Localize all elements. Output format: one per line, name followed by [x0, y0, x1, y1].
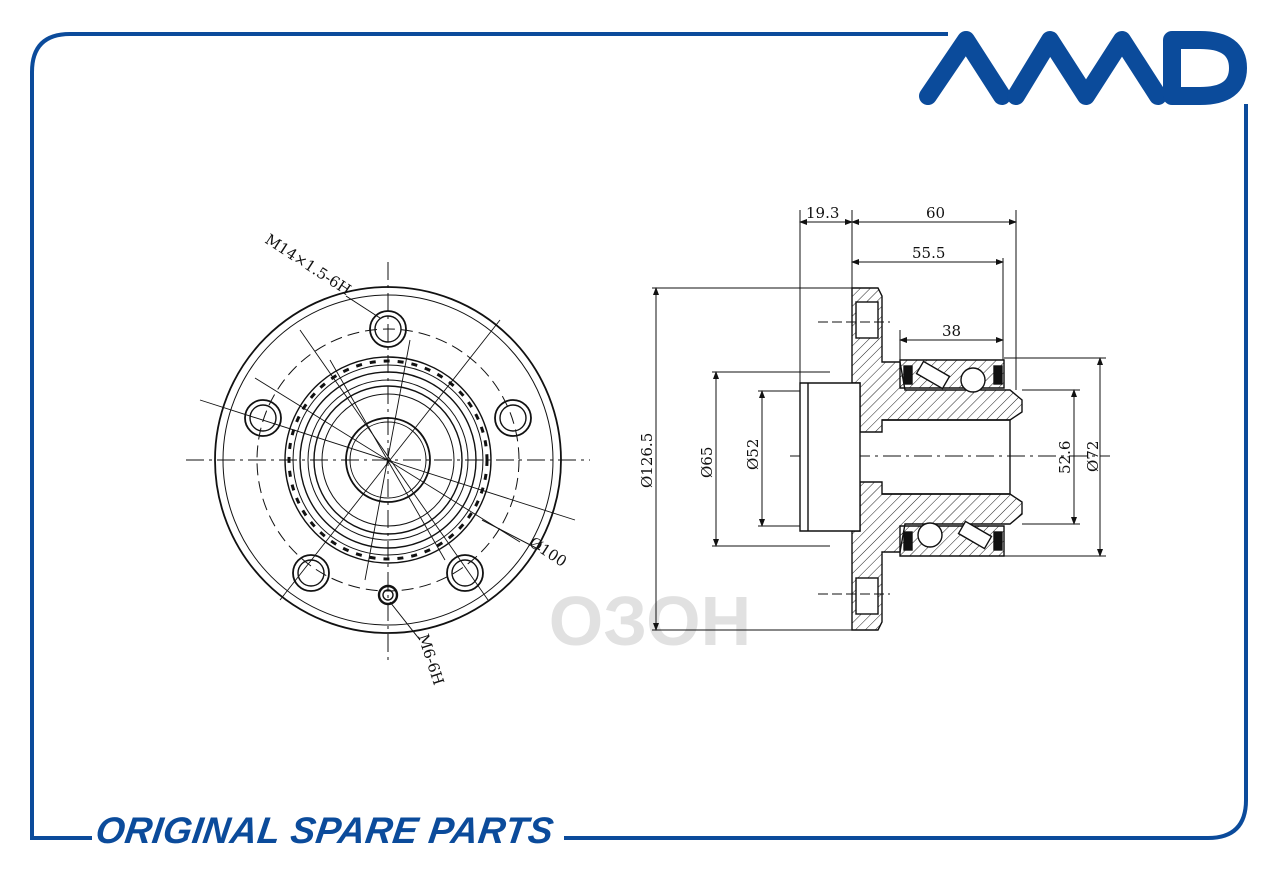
dia-65: Ø65 — [698, 447, 716, 478]
front-view — [186, 262, 590, 660]
bolt-thread-label: M14×1.5-6H — [262, 230, 354, 299]
amd-logo — [919, 31, 1247, 105]
dia-126-5: Ø126.5 — [638, 433, 656, 488]
section-dimensions — [652, 210, 1106, 631]
watermark: ОЗОН — [549, 582, 751, 660]
dim-60: 60 — [926, 204, 945, 222]
dim-55-5: 55.5 — [912, 244, 945, 262]
dim-19-3: 19.3 — [806, 204, 839, 222]
section-view — [790, 287, 1110, 631]
dia-72: Ø72 — [1084, 441, 1102, 472]
dim-38: 38 — [942, 322, 961, 340]
frame-border — [30, 32, 1248, 840]
original-spare-parts-slogan: ORIGINAL SPARE PARTS — [93, 810, 557, 851]
dia-52: Ø52 — [744, 439, 762, 470]
pcd-label: Ø100 — [526, 533, 570, 570]
screw-thread-label: M6-6H — [414, 632, 447, 688]
dim-52-6: 52.6 — [1056, 441, 1074, 474]
